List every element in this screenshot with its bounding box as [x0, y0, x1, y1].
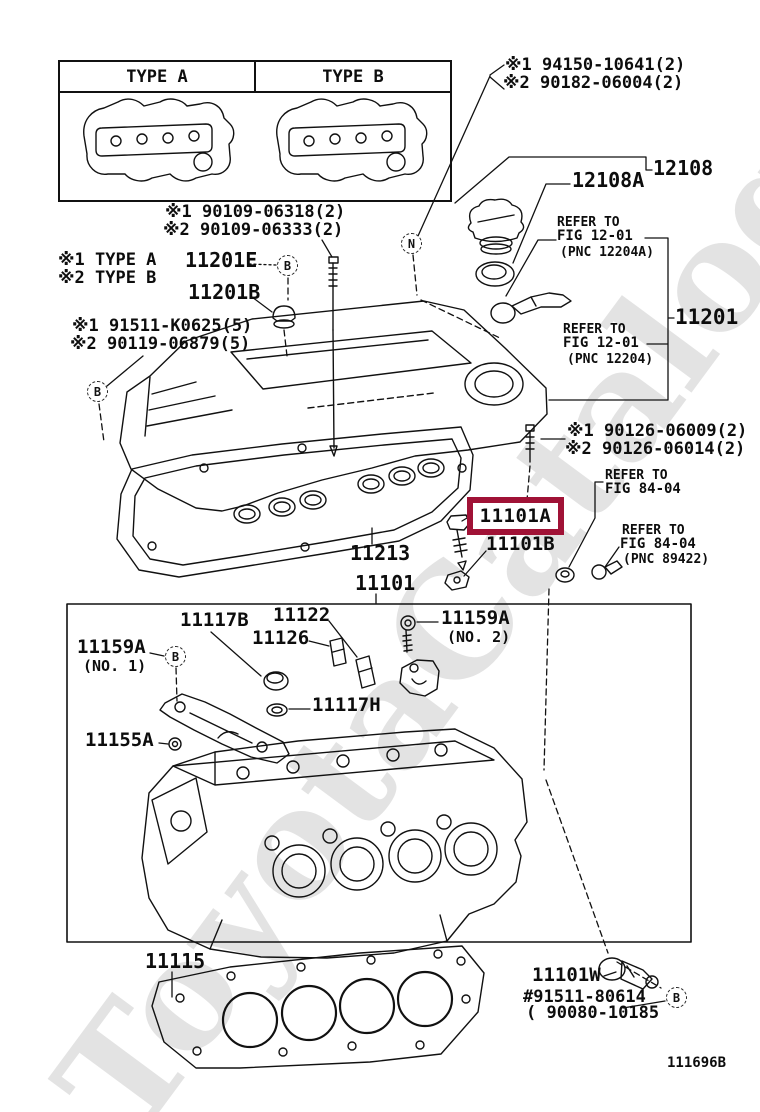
refer4-line3: (PNC 89422) [623, 552, 710, 567]
pn-90126-type1: ※1 90126-06009(2) [567, 421, 748, 441]
knock-sensor-drawing [599, 958, 658, 989]
refer4-line2: FIG 84-04 [620, 536, 696, 552]
type-b-header: TYPE B [254, 62, 450, 91]
refer1-line3: (PNC 12204A) [560, 245, 654, 260]
pn-11117h: 11117H [312, 694, 381, 716]
camshaft-cap-no2-drawing [400, 660, 439, 696]
pn-11122: 11122 [273, 604, 331, 626]
stud-bolt-drawing [329, 257, 338, 456]
head-bolt-washer-drawing [445, 571, 469, 590]
pn-90182: ※2 90182-06004(2) [503, 73, 684, 93]
oil-grommet-drawing [556, 568, 574, 582]
pn-11117b: 11117B [180, 609, 249, 631]
pn-11155a: 11155A [85, 729, 154, 751]
pn-90109-type1: ※1 90109-06318(2) [165, 202, 346, 222]
highlighted-part-box: 11101A [467, 497, 564, 535]
camshaft-cap-no1-drawing [160, 694, 289, 763]
note-no2: (NO. 2) [447, 628, 511, 646]
ventilation-valve-drawing [491, 293, 571, 323]
union-drawing [592, 561, 622, 579]
pn-91511k: ※1 91511-K0625(5) [72, 316, 253, 336]
refer1-line1: REFER TO [557, 215, 620, 230]
pn-12108a: 12108A [572, 168, 645, 192]
type-comparison-table: TYPE A TYPE B [58, 60, 452, 202]
pn-11201b: 11201B [188, 280, 261, 304]
pn-11115: 11115 [145, 949, 206, 973]
type-b-gasket-drawing [277, 99, 427, 181]
refer2-line2: FIG 12-01 [563, 335, 639, 351]
cover-stud-drawing [526, 425, 534, 462]
pn-11101b: 11101B [486, 533, 555, 555]
cylinder-head-box [67, 604, 691, 942]
cam-cap-plug-drawing [264, 672, 288, 690]
refer2-line3: (PNC 12204) [567, 352, 654, 367]
cap-gasket-drawing [476, 262, 514, 286]
pn-91511-80614: #91511-80614 [523, 987, 646, 1007]
type-a-gasket-drawing [84, 99, 234, 181]
pn-11101: 11101 [355, 571, 416, 595]
marker-b2: B [87, 381, 108, 402]
pn-90119: ※2 90119-06879(5) [70, 334, 251, 354]
pn-11159a-no2: 11159A [441, 607, 510, 629]
marker-b1: B [277, 255, 298, 276]
pn-90080-10185: ( 90080-10185 [526, 1003, 660, 1023]
refer3-line1: REFER TO [605, 468, 668, 483]
head-plug-drawing [169, 738, 181, 750]
pn-11201e: 11201E [185, 248, 258, 272]
leader-lines [107, 65, 674, 1008]
pn-11126: 11126 [252, 627, 310, 649]
dowel-pin-drawings [330, 638, 375, 688]
refer3-line2: FIG 84-04 [605, 481, 681, 497]
note-type-a: ※1 TYPE A [58, 250, 157, 270]
cap-bolt-drawing [401, 616, 415, 652]
oil-filler-cap-drawing [468, 199, 523, 254]
marker-b3: B [165, 646, 186, 667]
note-type-b: ※2 TYPE B [58, 268, 157, 288]
type-table-header: TYPE A TYPE B [60, 62, 450, 93]
head-bolt-drawing [447, 515, 470, 570]
marker-n: N [401, 233, 422, 254]
marker-b4: B [666, 987, 687, 1008]
pn-11101w: 11101W [532, 964, 601, 986]
washer-ring-drawing [267, 704, 287, 716]
pn-90109-type2: ※2 90109-06333(2) [163, 220, 344, 240]
valve-cover-drawing [120, 301, 547, 511]
refer2-line1: REFER TO [563, 322, 626, 337]
cover-gasket-drawing [117, 427, 473, 577]
refer1-line2: FIG 12-01 [557, 228, 633, 244]
type-a-header: TYPE A [126, 66, 188, 87]
refer4-line1: REFER TO [622, 523, 685, 538]
pn-11101a: 11101A [479, 505, 552, 527]
seal-washer-drawing [273, 306, 295, 328]
head-gasket-drawing [152, 946, 484, 1068]
pn-94150: ※1 94150-10641(2) [505, 55, 686, 75]
pn-90126-type2: ※2 90126-06014(2) [565, 439, 746, 459]
pn-11159a-no1: 11159A [77, 636, 146, 658]
note-no1: (NO. 1) [83, 657, 147, 675]
hidden-part-lines [99, 255, 661, 988]
pn-11213: 11213 [350, 541, 411, 565]
pn-12108: 12108 [653, 156, 714, 180]
cylinder-head-drawing [142, 729, 527, 958]
diagram-code: 111696B [667, 1055, 727, 1071]
pn-11201: 11201 [675, 305, 739, 329]
